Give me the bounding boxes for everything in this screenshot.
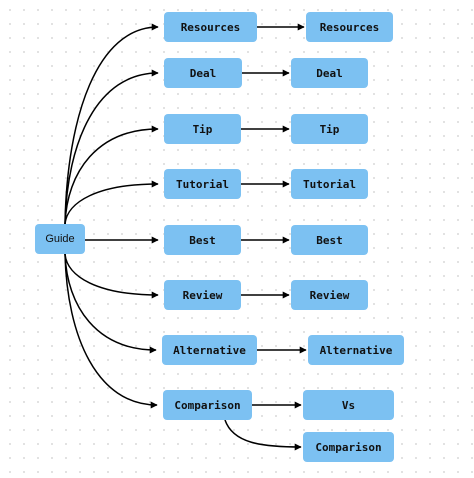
node-vs-child[interactable]: Vs xyxy=(303,390,394,420)
node-tip-child[interactable]: Tip xyxy=(291,114,368,144)
node-deal-child[interactable]: Deal xyxy=(291,58,368,88)
node-guide[interactable]: Guide xyxy=(35,224,85,254)
edge-comparison-1-to-comparison-2 xyxy=(224,419,302,451)
node-best-child[interactable]: Best xyxy=(291,225,368,255)
edge-guide-to-comparison-1 xyxy=(64,253,158,409)
node-review-child[interactable]: Review xyxy=(291,280,368,310)
edge-guide-to-tutorial-1 xyxy=(64,180,159,225)
node-resources[interactable]: Resources xyxy=(164,12,257,42)
edge-guide-to-alternative-1 xyxy=(64,253,157,354)
node-deal[interactable]: Deal xyxy=(164,58,242,88)
node-alternative[interactable]: Alternative xyxy=(162,335,257,365)
node-comparison-child[interactable]: Comparison xyxy=(303,432,394,462)
node-review[interactable]: Review xyxy=(164,280,241,310)
edge-guide-to-tip-1 xyxy=(64,125,159,225)
edge-guide-to-deal-1 xyxy=(64,69,159,225)
node-tutorial-child[interactable]: Tutorial xyxy=(291,169,368,199)
node-resources-child[interactable]: Resources xyxy=(306,12,393,42)
node-tutorial[interactable]: Tutorial xyxy=(164,169,241,199)
node-alternative-child[interactable]: Alternative xyxy=(308,335,404,365)
edge-guide-to-review-1 xyxy=(64,253,159,299)
edge-guide-to-resources-1 xyxy=(64,23,159,225)
node-tip[interactable]: Tip xyxy=(164,114,241,144)
node-comparison[interactable]: Comparison xyxy=(163,390,252,420)
node-best[interactable]: Best xyxy=(164,225,241,255)
edge-group xyxy=(64,23,307,451)
